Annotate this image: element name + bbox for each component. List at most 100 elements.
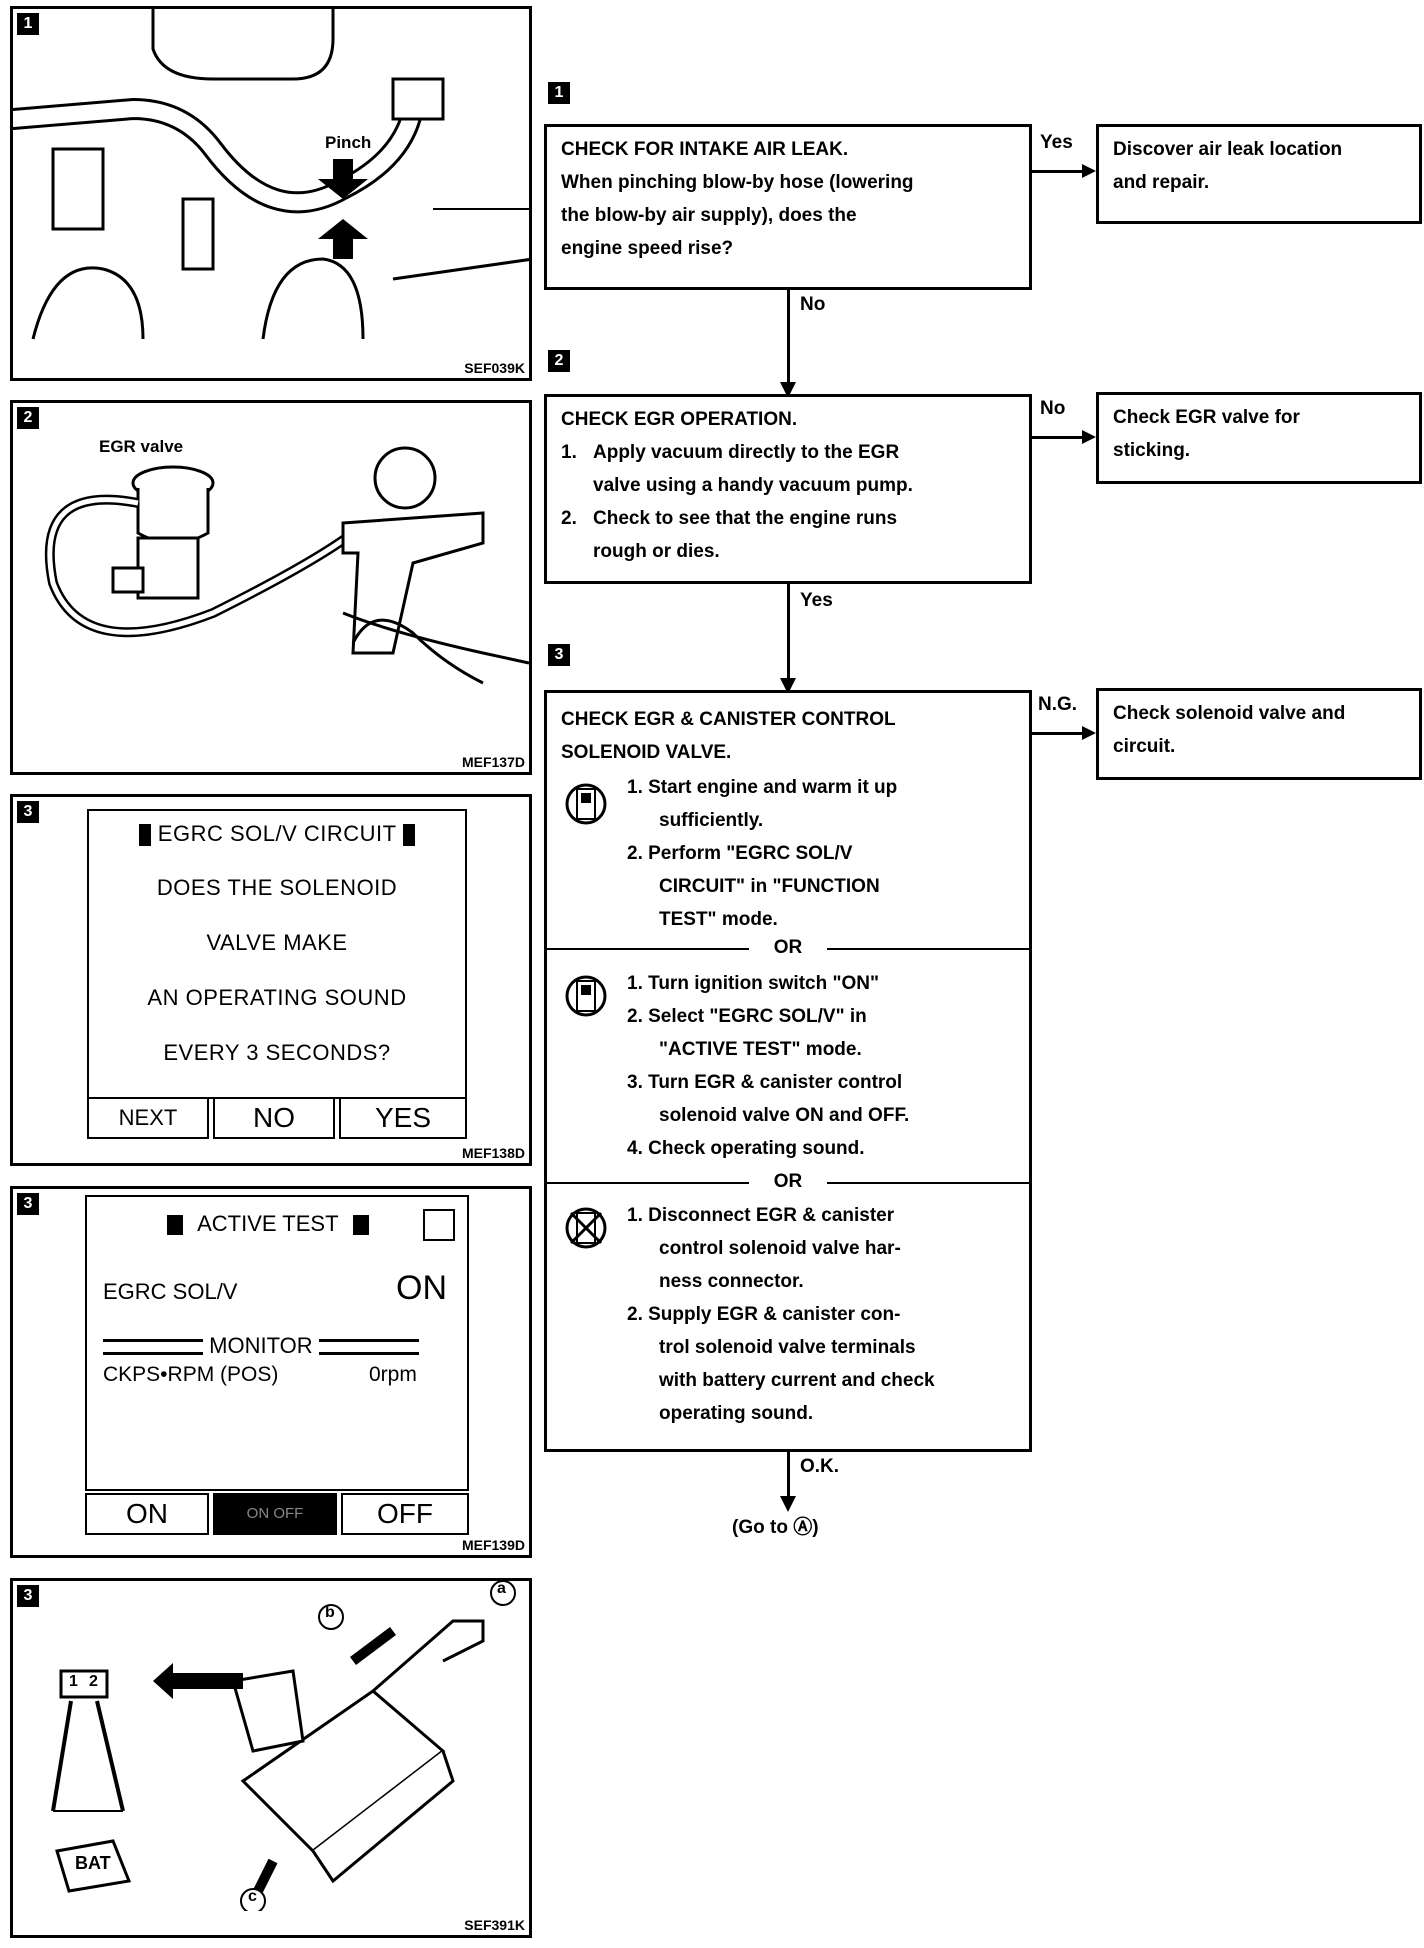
step-line: with battery current and check [659, 1370, 935, 1391]
step-line: TEST" mode. [659, 909, 778, 930]
step-2-yes-label: Yes [800, 590, 833, 611]
result-line-2: circuit. [1113, 736, 1176, 757]
item-line: Apply vacuum directly to the EGR [593, 442, 900, 463]
figure-code: MEF139D [461, 1537, 525, 1553]
figure-3b-panel: 3 ACTIVE TEST EGRC SOL/V ON MONITOR CKPS… [10, 1186, 532, 1558]
step-line: 2. Select "EGRC SOL/V" in [627, 1006, 867, 1027]
title-line: SOLENOID VALVE. [561, 742, 732, 763]
no-button[interactable]: NO [213, 1097, 335, 1139]
step-1-no-label: No [800, 294, 826, 315]
title-block-left [139, 824, 152, 847]
figure-code: SEF039K [464, 360, 525, 376]
test-item-value: ON [396, 1269, 447, 1307]
arrow-down-icon [780, 382, 796, 398]
step-1-line-1: When pinching blow-by hose (lowering [561, 172, 914, 193]
result-line-1: Check EGR valve for [1113, 407, 1300, 428]
group-a-steps: 1. Start engine and warm it up sufficien… [627, 771, 897, 936]
figure-code: MEF138D [461, 1145, 525, 1161]
step-3-ng-label: N.G. [1038, 694, 1078, 715]
checkbox-icon[interactable] [423, 1209, 455, 1241]
item-line: rough or dies. [593, 541, 720, 562]
step-3-ng-result: Check solenoid valve and circuit. [1096, 688, 1422, 780]
test-item-label: EGRC SOL/V [103, 1279, 238, 1304]
step-line: 1. Disconnect EGR & canister [627, 1205, 895, 1226]
screen-line-1: DOES THE SOLENOID [156, 875, 398, 900]
step-line: 1. Start engine and warm it up [627, 777, 898, 798]
monitor-item-label: CKPS•RPM (POS) [103, 1363, 279, 1386]
item-number: 1. [561, 442, 577, 463]
figure-code: SEF391K [464, 1917, 525, 1933]
figure-code: MEF137D [461, 754, 525, 770]
pinch-label: Pinch [325, 133, 372, 152]
step-line: trol solenoid valve terminals [659, 1337, 916, 1358]
figure-2-panel: 2 EGR valve MEF137D [10, 400, 532, 775]
figure-1-panel: 1 Pinch SEF039K [10, 6, 532, 381]
terminal-1-label: 1 [69, 1673, 78, 1690]
step-1-box: CHECK FOR INTAKE AIR LEAK. When pinching… [544, 124, 1032, 290]
double-line-left-icon [103, 1339, 203, 1356]
figure-number-badge: 1 [17, 13, 39, 35]
step-1-yes-label: Yes [1040, 132, 1073, 153]
group-b-steps: 1. Turn ignition switch "ON" 2. Select "… [627, 967, 909, 1165]
solenoid-battery-illustration [51, 1581, 516, 1911]
result-line-2: sticking. [1113, 440, 1191, 461]
arrow-line [787, 290, 790, 388]
figure-number-badge: 3 [17, 1193, 39, 1215]
step-2-badge: 2 [548, 350, 570, 372]
ok-label: O.K. [800, 1456, 840, 1477]
result-line-2: and repair. [1113, 172, 1210, 193]
step-1-line-3: engine speed rise? [561, 238, 734, 259]
step-3-box: CHECK EGR & CANISTER CONTROL SOLENOID VA… [544, 690, 1032, 1452]
arrow-line [787, 1452, 790, 1502]
step-2-item-1: 1. Apply vacuum directly to the EGR valv… [561, 436, 1015, 502]
screen-title: EGRC SOL/V CIRCUIT [89, 821, 465, 847]
arrow-right-icon [1082, 430, 1096, 444]
step-line: ness connector. [659, 1271, 804, 1292]
step-2-no-result: Check EGR valve for sticking. [1096, 392, 1422, 484]
item-number: 2. [561, 508, 577, 529]
figure-3a-panel: 3 EGRC SOL/V CIRCUIT DOES THE SOLENOID V… [10, 794, 532, 1166]
screen-line-3: AN OPERATING SOUND [147, 985, 407, 1010]
consult-function-test-icon [565, 783, 607, 825]
next-button[interactable]: NEXT [87, 1097, 209, 1139]
goto-a-link[interactable]: (Go to Ⓐ) [732, 1517, 819, 1538]
arrow-right-icon [1082, 726, 1096, 740]
step-1-title: CHECK FOR INTAKE AIR LEAK. [561, 139, 849, 160]
blow-by-hose-illustration [13, 9, 529, 340]
off-button[interactable]: OFF [341, 1493, 469, 1535]
figure-number-badge: 3 [17, 801, 39, 823]
step-line: CIRCUIT" in "FUNCTION [659, 876, 880, 897]
monitor-divider: MONITOR [103, 1333, 453, 1359]
on-off-button[interactable]: ON OFF [213, 1493, 337, 1535]
item-line: Check to see that the engine runs [593, 508, 898, 529]
on-button[interactable]: ON [85, 1493, 209, 1535]
result-line-1: Check solenoid valve and [1113, 703, 1346, 724]
step-line: "ACTIVE TEST" mode. [659, 1039, 862, 1060]
terminal-2-label: 2 [89, 1673, 98, 1690]
step-line: operating sound. [659, 1403, 814, 1424]
monitor-item-value: 0rpm [369, 1363, 417, 1386]
step-1-badge: 1 [548, 82, 570, 104]
step-line: 2. Supply EGR & canister con- [627, 1304, 901, 1325]
step-line: 1. Turn ignition switch "ON" [627, 973, 879, 994]
step-3-badge: 3 [548, 644, 570, 666]
or-divider: OR [547, 1171, 1029, 1193]
step-line: 3. Turn EGR & canister control [627, 1072, 903, 1093]
title-block-right [352, 1215, 369, 1236]
screen-title: ACTIVE TEST [167, 1211, 369, 1237]
egr-valve-label: EGR valve [99, 437, 184, 456]
title-block-right [402, 824, 415, 847]
consult-screen: EGRC SOL/V CIRCUIT DOES THE SOLENOID VAL… [87, 809, 467, 1099]
arrow-down-icon [780, 678, 796, 694]
step-1-yes-result: Discover air leak location and repair. [1096, 124, 1422, 224]
yes-button[interactable]: YES [339, 1097, 467, 1139]
label-c: c [248, 1888, 257, 1905]
figure-number-badge: 2 [17, 407, 39, 429]
arrow-right-icon [1082, 164, 1096, 178]
arrow-line [787, 584, 790, 684]
title-line: CHECK EGR & CANISTER CONTROL [561, 709, 896, 730]
group-c-steps: 1. Disconnect EGR & canister control sol… [627, 1199, 935, 1430]
step-2-item-2: 2. Check to see that the engine runs rou… [561, 502, 1015, 568]
step-2-no-label: No [1040, 398, 1066, 419]
battery-label: BAT [75, 1853, 111, 1873]
